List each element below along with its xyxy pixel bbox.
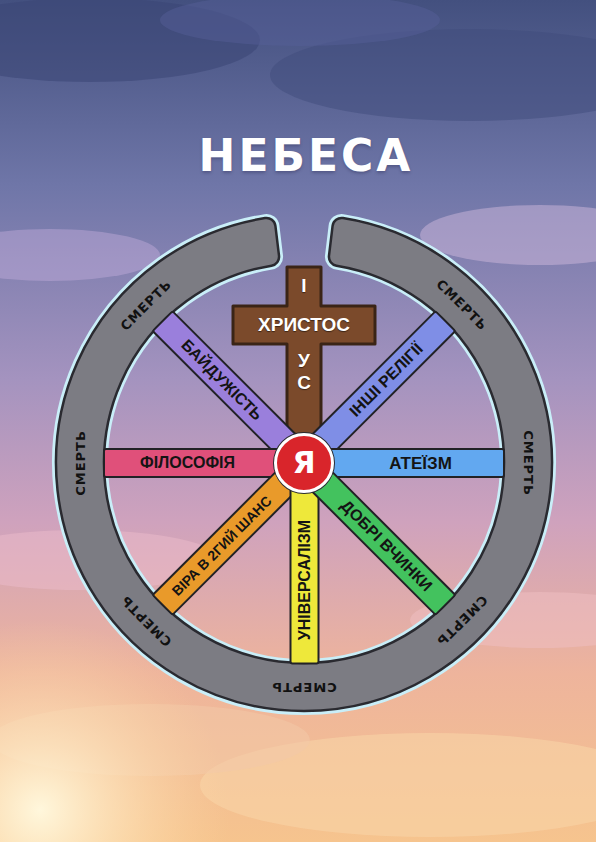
spoke-band: ФІЛОСОФІЯ bbox=[103, 448, 280, 478]
hub-disc bbox=[276, 435, 333, 492]
ring-label: СМЕРТЬ bbox=[271, 681, 337, 694]
cross-label: ХРИСТОС bbox=[258, 314, 350, 336]
cross-label: І bbox=[301, 275, 306, 297]
ring-glow bbox=[56, 218, 552, 711]
spoke-label: АТЕЇЗМ bbox=[389, 455, 452, 472]
spoke-band: ДОБРІ ВЧИНКИ bbox=[310, 469, 456, 615]
ring-label: СМЕРТЬ bbox=[522, 430, 535, 496]
cloud bbox=[160, 0, 440, 46]
spoke-band: УНІВЕРСАЛІЗМ bbox=[289, 487, 319, 664]
hub-rim bbox=[273, 432, 335, 494]
spoke-label: БАЙДУЖІСТЬ bbox=[178, 337, 265, 424]
page-title: НЕБЕСА bbox=[199, 130, 414, 181]
spoke-label: ДОБРІ ВЧИНКИ bbox=[338, 497, 435, 594]
spoke-label: ФІЛОСОФІЯ bbox=[140, 455, 235, 471]
spoke-label: УНІВЕРСАЛІЗМ bbox=[296, 519, 312, 639]
spoke-label: ВІРА В 2ГИЙ ШАНС bbox=[169, 493, 274, 598]
ring-label: СМЕРТЬ bbox=[74, 430, 87, 496]
spoke-band: ВІРА В 2ГИЙ ШАНС bbox=[151, 469, 297, 615]
spoke-band: АТЕЇЗМ bbox=[328, 448, 505, 478]
spoke-label: ІНШІ РЕЛІГІЇ bbox=[347, 341, 426, 420]
self-hub: Я bbox=[272, 431, 336, 495]
ring-band bbox=[56, 218, 552, 711]
cloud bbox=[0, 229, 160, 281]
cross-label: УС bbox=[295, 350, 314, 394]
hub-label: Я bbox=[292, 448, 315, 478]
